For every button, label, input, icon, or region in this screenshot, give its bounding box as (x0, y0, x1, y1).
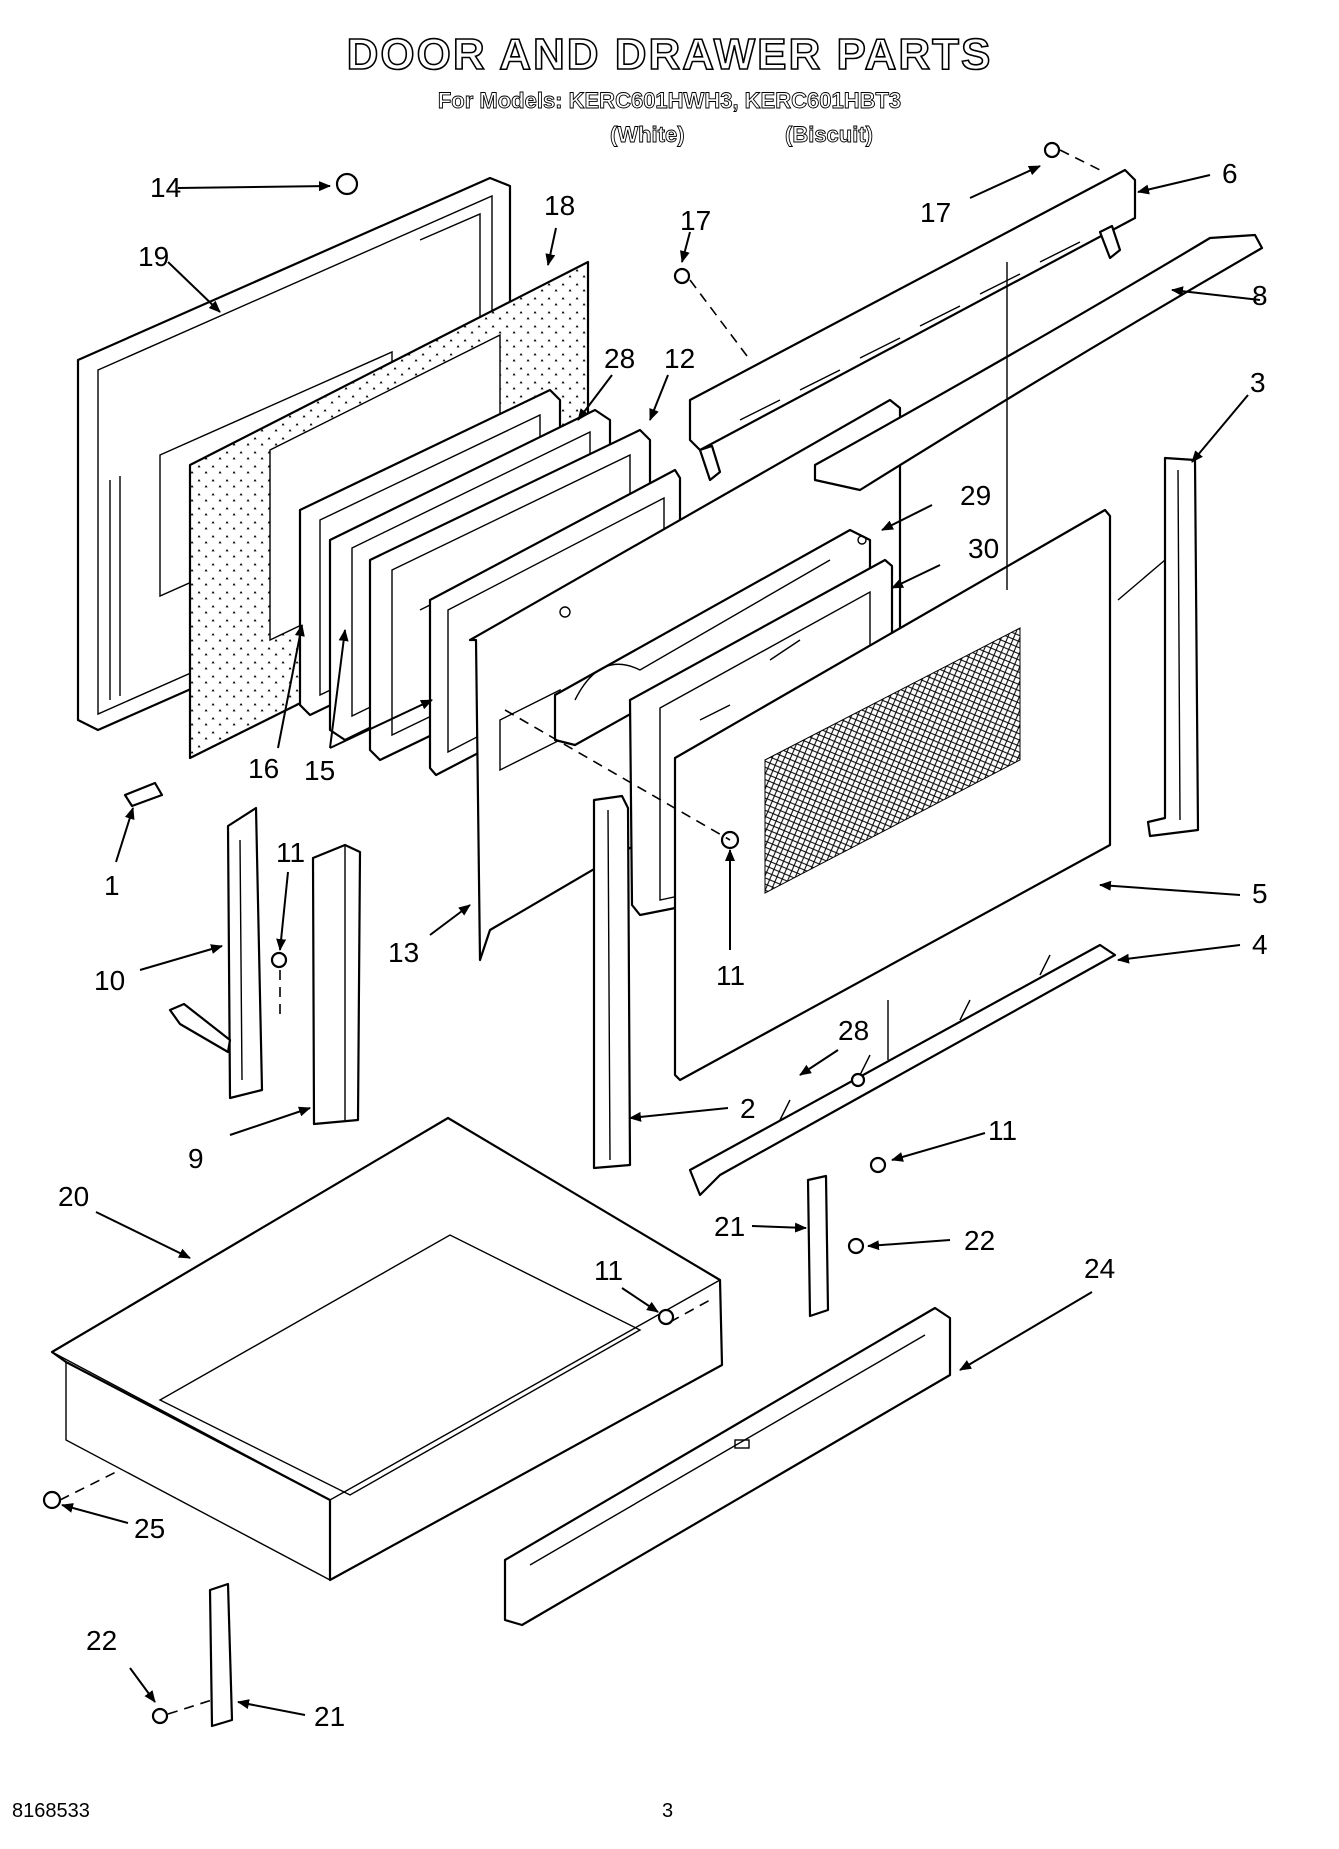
callout-24: 24 (1084, 1253, 1115, 1284)
callout-28-lower: 28 (838, 1015, 869, 1046)
callout-13: 13 (388, 937, 419, 968)
side-filler-block (311, 843, 362, 1126)
callout-9: 9 (188, 1143, 204, 1174)
callout-1: 1 (104, 870, 120, 901)
drawer-slide-lower (208, 1582, 234, 1728)
vertical-trim-strip (592, 794, 632, 1170)
callout-20: 20 (58, 1181, 89, 1212)
variant-white: (White) (610, 122, 685, 148)
callout-15: 15 (304, 755, 335, 786)
outer-door-glass (673, 508, 1112, 1082)
callout-12: 12 (664, 343, 695, 374)
variant-biscuit: (Biscuit) (785, 122, 874, 148)
callout-10: 10 (94, 965, 125, 996)
callout-5: 5 (1252, 878, 1268, 909)
callout-8: 8 (1252, 280, 1268, 311)
callout-28-upper: 28 (604, 343, 635, 374)
drawer-slide-upper (806, 1174, 830, 1318)
leader-lines (61, 165, 1261, 1716)
callout-25: 25 (134, 1513, 165, 1544)
side-trim (1146, 456, 1200, 838)
callout-14: 14 (150, 172, 181, 203)
door-handle (813, 233, 1264, 492)
callout-11-trim: 11 (988, 1115, 1017, 1146)
page-number: 3 (662, 1800, 674, 1822)
door-stop (123, 781, 164, 808)
callout-11-drawer: 11 (594, 1255, 623, 1286)
door-hinge (168, 806, 264, 1100)
callout-22-upper: 22 (964, 1225, 995, 1256)
callout-21-upper: 21 (714, 1211, 745, 1242)
callout-4: 4 (1252, 929, 1268, 960)
bottom-trim (688, 943, 1117, 1197)
callout-29: 29 (960, 480, 991, 511)
callout-16: 16 (248, 753, 279, 784)
callout-18: 18 (544, 190, 575, 221)
top-vent-trim (688, 168, 1137, 482)
models-line: For Models: KERC601HWH3, KERC601HBT3 (437, 88, 902, 114)
document-number: 8168533 (12, 1800, 90, 1822)
callout-11-door: 11 (716, 960, 745, 991)
callout-21-lower: 21 (314, 1701, 345, 1732)
drawer-front (503, 1306, 952, 1627)
callout-6: 6 (1222, 158, 1238, 189)
callout-3: 3 (1250, 367, 1266, 398)
callout-17-right: 17 (920, 197, 951, 228)
page-title: DOOR AND DRAWER PARTS (346, 29, 993, 80)
callout-22-lower: 22 (86, 1625, 117, 1656)
callout-11-hinge: 11 (276, 837, 305, 868)
callout-19: 19 (138, 241, 169, 272)
callout-17-upper: 17 (680, 205, 711, 236)
drawer-body (50, 1116, 724, 1582)
callout-2: 2 (740, 1093, 756, 1124)
callout-30: 30 (968, 533, 999, 564)
callout-labels: 14 19 18 17 17 6 8 3 28 12 29 30 16 15 1… (58, 158, 1268, 1732)
